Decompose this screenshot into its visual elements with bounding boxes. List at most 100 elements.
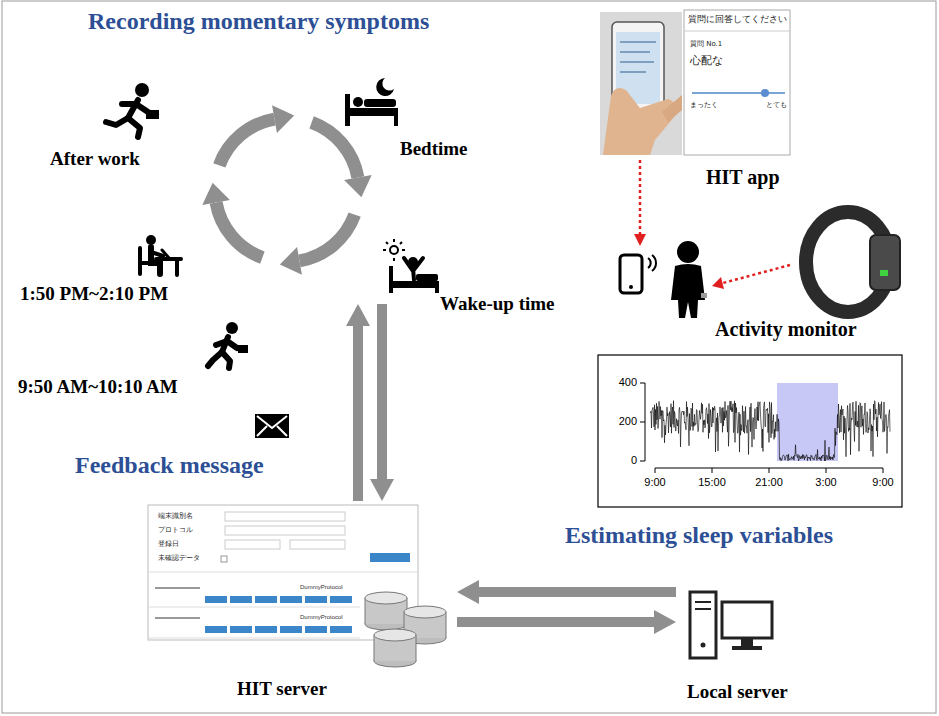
database-icon	[365, 592, 407, 604]
desk-worker-icon	[151, 252, 163, 256]
axis-tick: 400	[619, 376, 637, 389]
computer-icon	[690, 592, 772, 658]
computer-icon	[695, 602, 711, 609]
app-screenshot	[684, 10, 790, 155]
computer-icon	[701, 643, 706, 648]
envelope-icon	[257, 416, 287, 436]
server-label: Local server	[687, 681, 788, 703]
person-figure	[701, 293, 707, 298]
runner-icon	[106, 83, 159, 137]
server-screenshot	[221, 556, 227, 562]
time-label: After work	[50, 148, 140, 170]
bed-icon	[394, 108, 398, 126]
activity-trace	[650, 401, 890, 461]
wake-up-icon	[393, 281, 439, 288]
red-dotted-arrow	[712, 277, 724, 289]
cycle-arrowhead	[272, 105, 294, 133]
axis-tick: 9:00	[644, 476, 665, 489]
server-screen-text: DummyProtocol	[300, 584, 343, 591]
device-label: HIT app	[706, 166, 780, 189]
red-dotted-arrow	[723, 265, 790, 283]
activity-plot	[640, 383, 645, 461]
red-dotted-arrow	[634, 234, 646, 246]
desk-worker-icon	[162, 250, 169, 258]
runner-icon	[106, 118, 128, 125]
phone-photo	[600, 12, 682, 155]
walker-icon	[238, 345, 248, 353]
person-figure	[671, 264, 705, 318]
server-screenshot	[148, 505, 418, 640]
server-screenshot	[205, 626, 227, 633]
server-screenshot	[225, 526, 345, 535]
desk-worker-icon	[156, 259, 181, 275]
walker-icon	[208, 322, 248, 368]
server-screenshot	[148, 505, 418, 640]
block-arrow	[457, 610, 676, 634]
bed-icon	[376, 78, 394, 96]
bed-icon	[350, 108, 398, 116]
server-screenshot	[290, 540, 345, 549]
section-heading: Feedback message	[75, 452, 264, 480]
runner-icon	[122, 101, 136, 107]
server-screenshot	[255, 626, 277, 633]
person-figure	[677, 241, 699, 263]
app-screenshot	[684, 31, 790, 32]
server-screenshot	[330, 626, 352, 633]
walker-icon	[208, 352, 222, 366]
wristband-device	[870, 235, 900, 290]
server-label: HIT server	[237, 678, 327, 700]
computer-icon	[690, 592, 716, 658]
smartphone-icon	[648, 255, 656, 271]
runner-icon	[128, 118, 140, 137]
app-screen-text: 心配な	[690, 55, 723, 68]
server-screenshot	[225, 512, 345, 521]
axis-tick: 200	[619, 415, 637, 428]
cycle-arrowhead	[280, 247, 302, 275]
walker-icon	[226, 322, 238, 334]
cycle-arc	[219, 119, 274, 165]
section-heading: Recording momentary symptoms	[88, 8, 429, 36]
server-screen-text: 未確認データ	[158, 554, 200, 562]
bed-icon	[345, 78, 398, 126]
section-heading: Estimating sleep variables	[565, 522, 833, 550]
server-screenshot	[230, 596, 252, 603]
activity-trace-line	[650, 401, 890, 461]
computer-icon	[741, 638, 753, 646]
time-label: 9:50 AM~10:10 AM	[18, 376, 178, 398]
server-group: HIT server	[148, 505, 453, 705]
server-group: Local server	[680, 582, 825, 705]
cycle-group: Recording momentary symptomsAfter workBe…	[180, 90, 420, 300]
block-arrow	[457, 580, 676, 604]
server-screenshot	[255, 596, 277, 603]
time-label: 1:50 PM~2:10 PM	[20, 283, 168, 305]
server-screen-text: 登録日	[158, 540, 179, 548]
desk-worker-icon	[146, 235, 156, 245]
wake-up-icon	[390, 246, 398, 254]
desk-worker-icon	[140, 235, 181, 275]
wake-up-icon	[435, 281, 439, 293]
app-screen-text: まったく	[690, 102, 718, 109]
axis-tick: 3:00	[815, 476, 836, 489]
activity-plot	[598, 355, 902, 507]
cycle-arc	[312, 122, 358, 177]
cycle-arc	[216, 203, 262, 258]
server-screen-text: 端末識別名	[158, 512, 193, 520]
app-screen-text: 質問に回答してください	[688, 15, 787, 25]
activity-plot	[655, 468, 883, 473]
block-arrow	[346, 304, 370, 501]
axis-tick: 21:00	[755, 476, 783, 489]
database-icon	[365, 592, 446, 667]
server-screenshot	[370, 553, 410, 562]
smartphone-icon	[620, 255, 642, 293]
red-dotted-arrow	[634, 160, 790, 289]
cycle-arrowhead	[202, 183, 230, 205]
server-screenshot	[148, 572, 418, 638]
wake-up-icon	[383, 239, 405, 261]
axis-tick: 0	[631, 454, 637, 467]
app-screen-text: とても	[766, 102, 787, 109]
